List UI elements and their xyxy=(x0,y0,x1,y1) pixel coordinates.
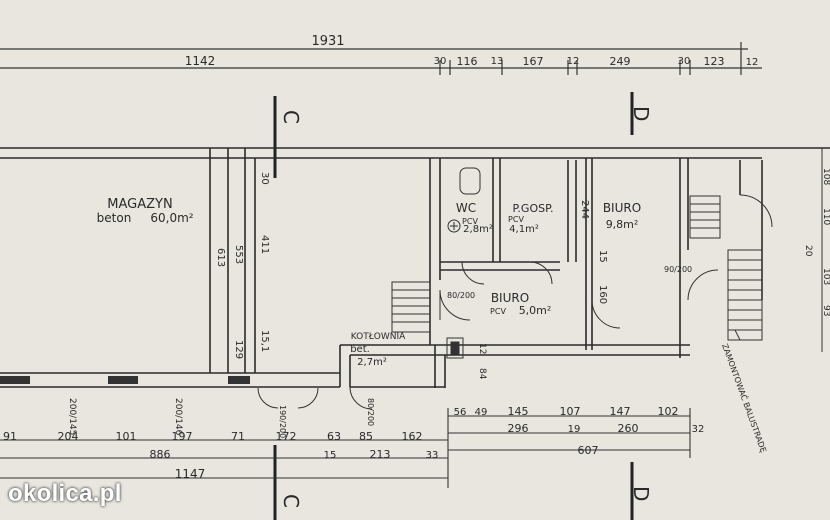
door-label-0: 80/200 xyxy=(447,291,475,300)
room-kotlownia-area: 2,7m² xyxy=(357,357,387,368)
room-biuro-lower-name: BIURO xyxy=(491,291,529,305)
dim-int-7: 15 xyxy=(597,250,608,263)
door-label-5: 190/200 xyxy=(278,405,287,438)
dim-overall: 1931 xyxy=(311,34,344,49)
bottom-dimension-lines xyxy=(0,408,691,488)
dim-right-0: 108 xyxy=(821,168,830,185)
dim-bot-r2-5: 172 xyxy=(276,430,297,443)
door-label-4: 200/146 xyxy=(173,398,183,436)
dim-int-5: 129 xyxy=(233,340,244,359)
door-label-2: 80/200 xyxy=(366,398,375,426)
dim-int-10: 84 xyxy=(477,368,487,380)
wc-fixtures xyxy=(447,167,481,233)
door-label-1: 90/200 xyxy=(664,265,692,274)
dim-int-1: 411 xyxy=(259,235,270,254)
room-pgosp-floor: PCV xyxy=(508,215,524,224)
room-biuro-upper-name: BIURO xyxy=(603,201,641,215)
room-pgosp-name: P.GOSP. xyxy=(513,202,554,215)
dim-bot-r2-1: 204 xyxy=(58,430,79,443)
dim-top-8: 123 xyxy=(704,55,725,68)
dim-int-0: 30 xyxy=(259,172,270,185)
dim-bot-r3-0: 886 xyxy=(150,448,171,461)
dim-bot-r2-11: 260 xyxy=(618,422,639,435)
dim-bot-r2-10: 19 xyxy=(568,424,581,435)
dim-bot-r2-7: 85 xyxy=(359,430,373,443)
dim-bot-r3-4: 607 xyxy=(578,444,599,457)
dim-bot-r2-6: 63 xyxy=(327,430,341,443)
watermark-logo: okolica.pl xyxy=(8,480,122,507)
dim-bot-r2-2: 101 xyxy=(116,430,137,443)
section-d-top: D xyxy=(629,92,653,135)
dim-int-4: 15,1 xyxy=(259,330,270,352)
room-magazyn-name: MAGAZYN xyxy=(107,197,172,212)
room-magazyn-area: 60,0m² xyxy=(150,211,193,225)
dim-top-3: 13 xyxy=(491,56,504,67)
door-label-3: 200/145 xyxy=(67,398,77,435)
room-biuro-upper-area: 9,8m² xyxy=(606,218,639,231)
annotation-balustrade: ZAMONTOWAĆ BALUSTRADĘ xyxy=(720,342,770,454)
top-dimension-lines xyxy=(0,42,762,75)
dim-bot-r2-0: 91 xyxy=(3,430,17,443)
chimney xyxy=(446,337,464,359)
stairs-left xyxy=(391,281,431,333)
dim-right-2: 20 xyxy=(803,245,813,257)
section-d-bottom: D xyxy=(629,462,653,520)
room-wc-floor: PCV xyxy=(462,217,478,226)
dim-bot-r1-2: 145 xyxy=(508,405,529,418)
dim-top-6: 249 xyxy=(610,55,631,68)
dim-bot-r3-3: 33 xyxy=(426,450,439,461)
dim-int-9: 12 xyxy=(477,343,487,354)
dim-bot-r2-9: 296 xyxy=(508,422,529,435)
dim-top-2: 116 xyxy=(457,55,478,68)
dim-bot-r1-4: 147 xyxy=(610,405,631,418)
room-wc-name: WC xyxy=(456,201,476,215)
dim-right-1: 110 xyxy=(821,208,830,225)
dim-int-2: 553 xyxy=(233,245,244,264)
svg-text:C: C xyxy=(279,494,303,508)
dim-top-1: 30 xyxy=(434,56,447,67)
section-c-bottom: C xyxy=(273,445,303,520)
dim-right-4: 93 xyxy=(821,305,830,316)
svg-text:D: D xyxy=(629,486,653,501)
dim-bot-r2-12: 32 xyxy=(692,424,705,435)
dim-bot-r2-3: 197 xyxy=(172,430,193,443)
section-c-top: C xyxy=(273,96,303,178)
walls xyxy=(0,147,830,388)
dim-bot-r1-0: 56 xyxy=(454,407,467,418)
dim-top-4: 167 xyxy=(523,55,544,68)
dim-bot-r3-1: 15 xyxy=(324,450,337,461)
dim-int-8: 160 xyxy=(597,285,608,304)
dim-bot-r2-4: 71 xyxy=(231,430,245,443)
stairs-right xyxy=(689,195,763,341)
dim-top-5: 12 xyxy=(567,56,580,67)
dim-bot-r4-0: 1147 xyxy=(175,467,206,481)
room-kotlownia-name: KOTŁOWNIA xyxy=(351,332,406,342)
dim-top-0: 1142 xyxy=(185,54,216,68)
dim-int-6: 244 xyxy=(579,200,590,219)
room-kotlownia-floor: bet. xyxy=(350,344,370,355)
room-biuro-lower-floor: PCV xyxy=(490,307,506,316)
room-wc-area: 2,8m² xyxy=(463,224,493,235)
room-biuro-lower-area: 5,0m² xyxy=(519,304,552,317)
dim-bot-r1-1: 49 xyxy=(475,407,488,418)
window-marks xyxy=(0,376,250,384)
dim-bot-r1-3: 107 xyxy=(560,405,581,418)
door-swings xyxy=(257,194,773,410)
room-magazyn-floor: beton xyxy=(97,211,132,225)
dim-bot-r3-2: 213 xyxy=(370,448,391,461)
dim-right-3: 103 xyxy=(821,268,830,285)
dim-int-3: 613 xyxy=(215,248,226,267)
dim-top-7: 30 xyxy=(678,56,691,67)
dim-top-9: 12 xyxy=(746,57,759,68)
room-pgosp-area: 4,1m² xyxy=(509,224,539,235)
dim-bot-r1-5: 102 xyxy=(658,405,679,418)
svg-text:C: C xyxy=(279,110,303,124)
dim-bot-r2-8: 162 xyxy=(402,430,423,443)
svg-text:D: D xyxy=(629,106,653,121)
